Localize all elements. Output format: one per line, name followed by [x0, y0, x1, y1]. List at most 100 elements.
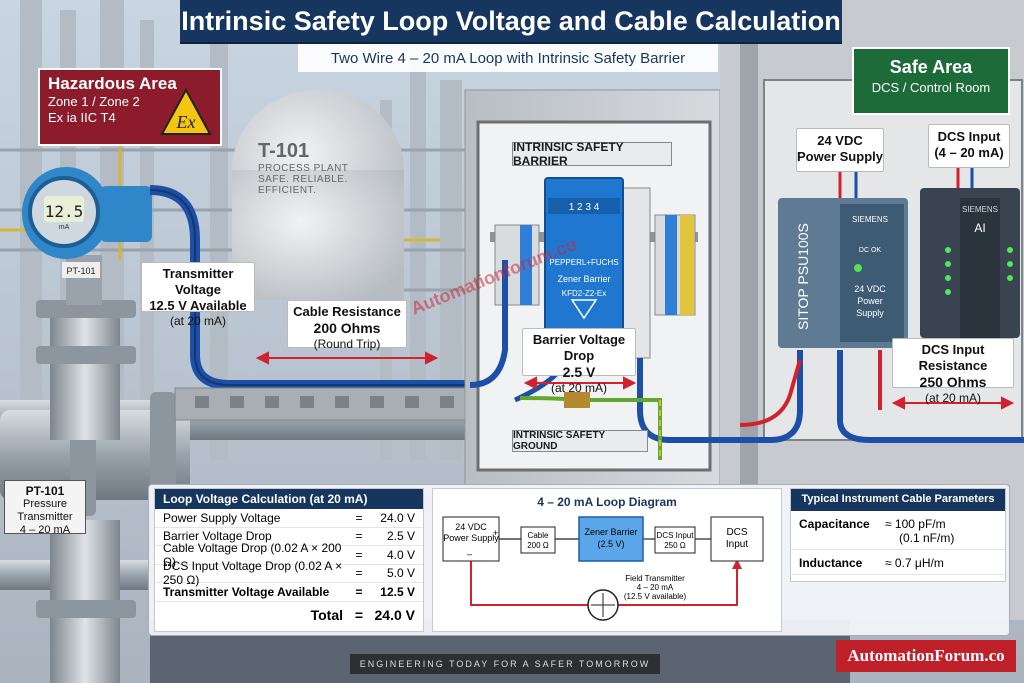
barrier-drop-title: Barrier Voltage Drop	[532, 332, 626, 363]
tank-label: T-101 PROCESS PLANT SAFE. RELIABLE. EFFI…	[258, 140, 378, 196]
dcs-in-line2: (4 – 20 mA)	[934, 145, 1004, 160]
cable-res-value: 200 Ohms	[313, 320, 381, 336]
calc-total-eq: =	[354, 606, 364, 623]
svg-text:SIEMENS: SIEMENS	[852, 215, 888, 224]
tank-line2: SAFE. RELIABLE. EFFICIENT.	[258, 174, 348, 196]
hazard-zone: Zone 1 / Zone 2	[48, 94, 140, 109]
tx-voltage-title: Transmitter Voltage	[162, 266, 234, 297]
calc-header: Loop Voltage Calculation (at 20 mA)	[155, 489, 423, 509]
calc-cell-value: 2.5 V	[386, 529, 415, 544]
tx-voltage-value: 12.5 V Available	[149, 298, 247, 313]
calc-cell-eq: =	[355, 566, 363, 581]
cable-param-value-main: ≈ 0.7 μH/m	[885, 556, 944, 570]
svg-text:AI: AI	[974, 221, 985, 235]
calc-cell-value: 24.0 V	[380, 510, 415, 525]
loop-psu-plus: +	[493, 528, 498, 538]
cable-param-value: ≈ 100 pF/m(0.1 nF/m)	[885, 517, 997, 545]
hazardous-area-sign: Hazardous Area Zone 1 / Zone 2 Ex ia IIC…	[38, 68, 222, 146]
hazard-rating: Ex ia IIC T4	[48, 110, 116, 125]
transmitter-voltage-label: Transmitter Voltage 12.5 V Available (at…	[141, 262, 255, 328]
svg-text:Zener Barrier: Zener Barrier	[557, 274, 610, 284]
calc-row: Power Supply Voltage=24.0 V	[155, 509, 423, 528]
calc-cell-label: Power Supply Voltage	[163, 510, 281, 525]
cable-param-value-alt: (0.1 nF/m)	[899, 531, 955, 545]
tank-id: T-101	[258, 140, 310, 162]
calc-row: Transmitter Voltage Available=12.5 V	[155, 583, 423, 602]
loop-psu-minus: –	[467, 549, 472, 559]
calc-cell-eq: =	[355, 584, 363, 599]
svg-text:1 2 3 4: 1 2 3 4	[569, 202, 600, 213]
calc-cell-label: DCS Input Voltage Drop (0.02 A × 250 Ω)	[163, 559, 343, 588]
loop-psu-line1: 24 VDC	[455, 522, 487, 532]
wire-return-left	[470, 561, 588, 606]
cable-param-label: Capacitance	[799, 517, 870, 531]
svg-text:24 VDC: 24 VDC	[854, 284, 886, 294]
cable-resistance-label: Cable Resistance 200 Ohms (Round Trip)	[287, 300, 407, 351]
cable-res-title: Cable Resistance	[293, 304, 401, 319]
block-zener-barrier	[578, 516, 644, 562]
calc-cell-value: 5.0 V	[386, 566, 415, 581]
svg-text:PEPPERL+FUCHS: PEPPERL+FUCHS	[549, 258, 618, 267]
dcs-res-title: DCS Input Resistance	[918, 342, 988, 373]
footer-tagline: ENGINEERING TODAY FOR A SAFER TOMORROW	[350, 654, 660, 674]
dcs-input-label: DCS Input (4 – 20 mA)	[928, 124, 1010, 168]
cable-param-value-main: ≈ 100 pF/m	[885, 517, 946, 531]
cable-param-row: Capacitance ≈ 100 pF/m(0.1 nF/m)	[791, 511, 1005, 550]
svg-text:PT-101: PT-101	[66, 266, 95, 276]
svg-text:KFD2-Z2-Ex: KFD2-Z2-Ex	[562, 289, 606, 298]
pt-plate-id: PT-101	[25, 484, 65, 498]
page-title: Intrinsic Safety Loop Voltage and Cable …	[180, 0, 842, 44]
transmitter-cross-mark	[591, 593, 615, 617]
return-arrow-icon	[732, 559, 742, 569]
cable-params-rows: Capacitance ≈ 100 pF/m(0.1 nF/m) Inductanc…	[791, 511, 1005, 575]
transmitter-nameplate: PT-101 Pressure Transmitter 4 – 20 mA	[4, 480, 86, 536]
loop-cable-line2: 200 Ω	[527, 541, 549, 550]
svg-text:mA: mA	[59, 224, 70, 231]
safe-area-title: Safe Area	[889, 57, 973, 77]
page-subtitle: Two Wire 4 – 20 mA Loop with Intrinsic S…	[298, 44, 718, 72]
calc-cell-eq: =	[355, 529, 363, 544]
svg-text:SIEMENS: SIEMENS	[962, 205, 998, 214]
dcs-in-line1: DCS Input	[937, 129, 1001, 144]
barrier-drop-note: (at 20 mA)	[550, 381, 607, 395]
pt-plate-type: Pressure Transmitter	[17, 498, 73, 523]
svg-text:DC OK: DC OK	[859, 247, 882, 254]
calc-row: DCS Input Voltage Drop (0.02 A × 250 Ω) =…	[155, 559, 423, 587]
loop-barrier-line1: Zener Barrier	[584, 527, 637, 537]
calc-total-label: Total	[310, 606, 343, 623]
calc-cell-label: Transmitter Voltage Available	[163, 584, 330, 599]
loop-diagram-title: 4 – 20 mA Loop Diagram	[537, 495, 677, 509]
loop-cable-line1: Cable	[528, 531, 549, 540]
psu-label-line2: Power Supply	[797, 149, 883, 164]
calc-cell-label: Barrier Voltage Drop	[163, 529, 272, 544]
intrinsic-safety-ground-label: INTRINSIC SAFETY GROUND	[512, 430, 648, 452]
calc-cell-value: 4.0 V	[386, 547, 415, 562]
safe-area-sign: Safe Area DCS / Control Room	[852, 47, 1010, 115]
ex-warning-icon: Ex	[160, 88, 212, 135]
loop-dcsin-line2: 250 Ω	[664, 541, 686, 550]
tank-line1: PROCESS PLANT	[258, 163, 349, 174]
cable-param-row: Inductance ≈ 0.7 μH/m	[791, 550, 1005, 575]
dcs-res-value: 250 Ohms	[919, 374, 987, 390]
calc-row: Cable Voltage Drop (0.02 A × 200 Ω)=4.0 …	[155, 541, 423, 569]
loop-dcsin-line1: DCS Input	[657, 531, 695, 540]
loop-tx-line1: Field Transmitter	[625, 574, 685, 583]
loop-voltage-calculation-table: Loop Voltage Calculation (at 20 mA) Powe…	[154, 488, 424, 632]
loop-tx-line3: (12.5 V available)	[624, 592, 687, 601]
svg-text:SITOP PSU100S: SITOP PSU100S	[795, 223, 811, 330]
cable-param-value: ≈ 0.7 μH/m	[885, 556, 997, 570]
cable-param-label: Inductance	[799, 556, 863, 570]
block-cable	[520, 526, 556, 554]
calc-total-row: Total = 24.0 V	[155, 602, 423, 628]
dcs-res-note: (at 20 mA)	[924, 391, 981, 405]
loop-dcs-line1: DCS	[726, 527, 747, 538]
barrier-drop-value: 2.5 V	[562, 364, 596, 380]
loop-psu-line2: Power Supply	[443, 533, 499, 543]
svg-text:Supply: Supply	[856, 308, 884, 318]
cable-params-header: Typical Instrument Cable Parameters	[791, 489, 1005, 511]
calc-total-value: 24.0 V	[374, 606, 415, 623]
hazard-title: Hazardous Area	[48, 74, 177, 93]
loop-diagram-svg: 24 VDC Power Supply + – Cable 200 Ω Zene…	[442, 516, 764, 621]
block-dcs	[710, 516, 764, 562]
